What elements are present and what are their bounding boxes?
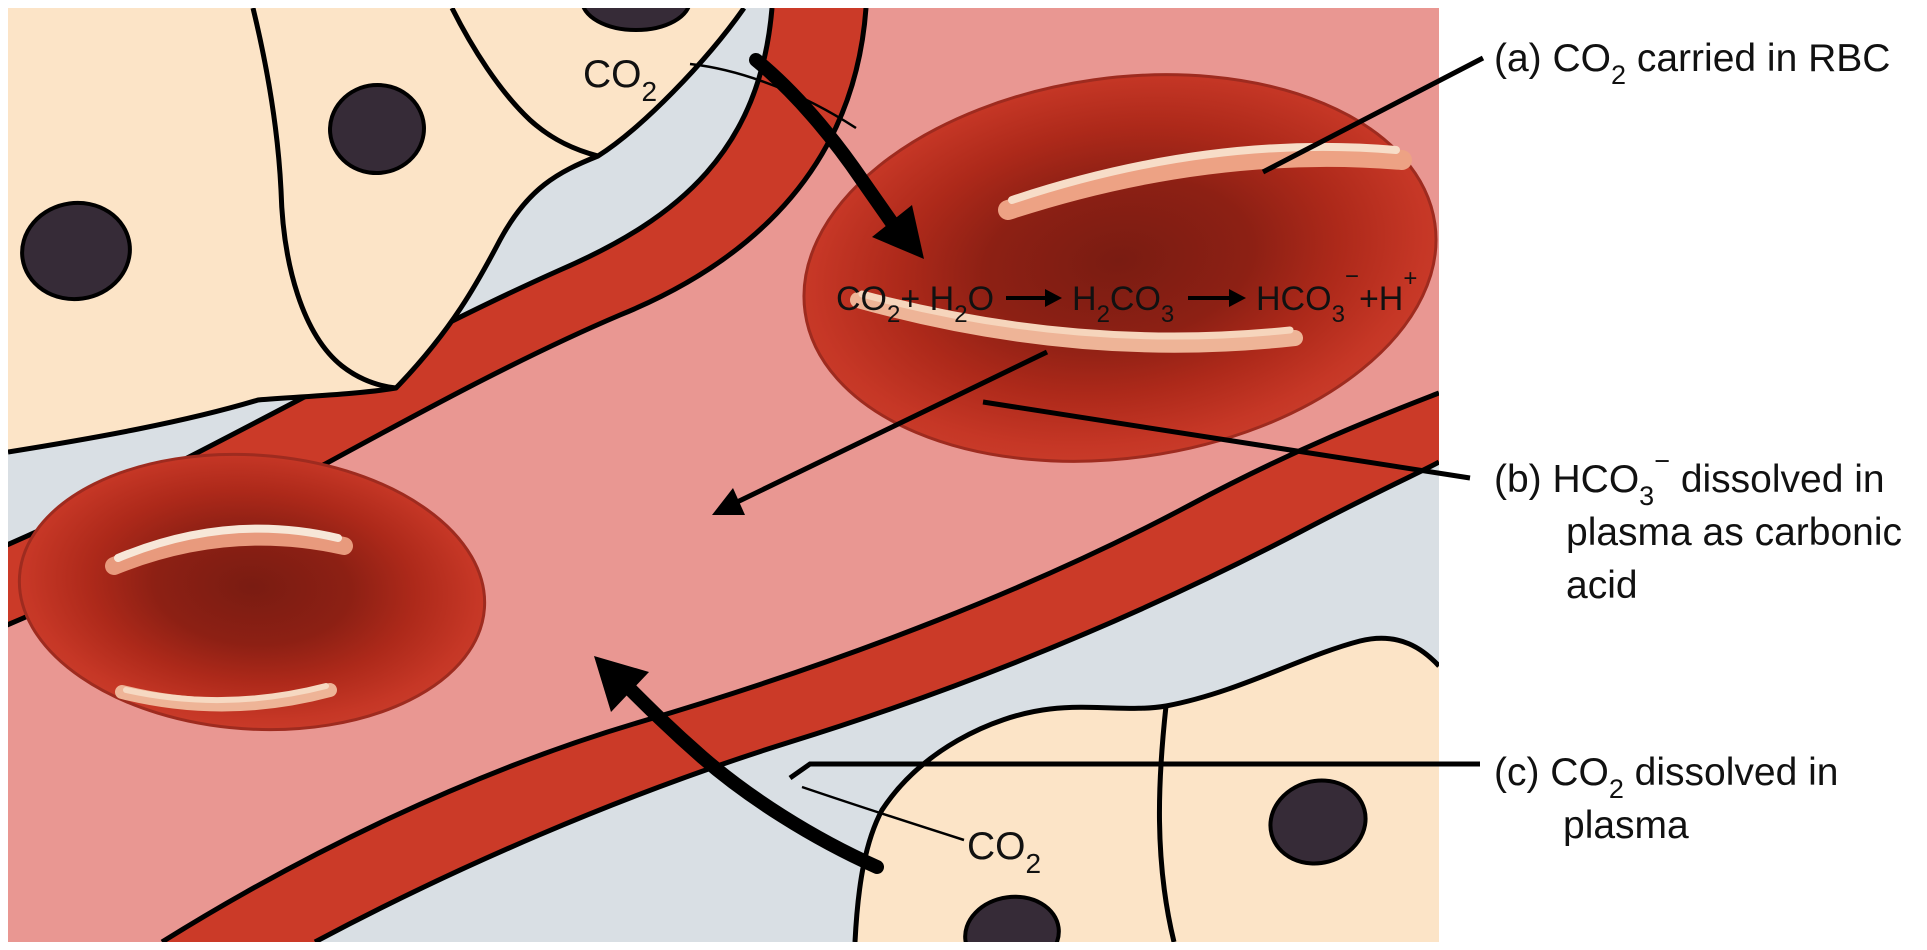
co2-entry-arrow <box>749 53 924 259</box>
cell-border <box>449 8 599 159</box>
co2-top-connector-line <box>689 62 857 130</box>
cell-nucleus <box>20 200 132 302</box>
cell-border <box>1156 705 1177 942</box>
label-c: (c) CO2 dissolved in <box>1494 751 1838 804</box>
co2-bottom-connector-line <box>801 785 965 842</box>
cell-nucleus <box>328 82 426 176</box>
cell-border <box>250 8 397 391</box>
cell-nucleus <box>581 8 691 32</box>
svg-text:CO2+ H2O: CO2+ H2O <box>836 280 994 328</box>
co2-plasma-arrow <box>594 656 884 874</box>
label-a: (a) CO2 carried in RBC <box>1494 37 1890 90</box>
cell-nucleus <box>1268 778 1368 866</box>
hco3-plasma-arrow <box>712 349 1049 515</box>
tissue-cells-top <box>8 8 747 455</box>
equation-text: CO2+ H2O H2CO3 HCO3−+H+ <box>836 263 1417 328</box>
reaction-arrow-icon <box>1188 289 1246 307</box>
leader-line-b <box>982 399 1471 481</box>
svg-text:H2CO3: H2CO3 <box>1072 280 1174 328</box>
co2-bottom-label: CO2 <box>967 825 1041 879</box>
label-b-line3: acid <box>1566 564 1638 607</box>
leader-line-a <box>1261 55 1485 175</box>
label-c-line2: plasma <box>1563 804 1689 847</box>
rbc-left <box>17 452 487 732</box>
cell-nucleus <box>963 894 1061 942</box>
rbc-right <box>802 73 1438 463</box>
label-b: (b) HCO3− dissolved in <box>1494 446 1885 511</box>
leader-line-c <box>788 761 1480 781</box>
svg-text:HCO3−+H+: HCO3−+H+ <box>1256 263 1417 328</box>
label-b-line2: plasma as carbonic <box>1566 511 1902 554</box>
reaction-arrow-icon <box>1006 289 1062 307</box>
tissue-cells-bottom <box>852 635 1439 942</box>
co2-top-label: CO2 <box>583 53 657 107</box>
